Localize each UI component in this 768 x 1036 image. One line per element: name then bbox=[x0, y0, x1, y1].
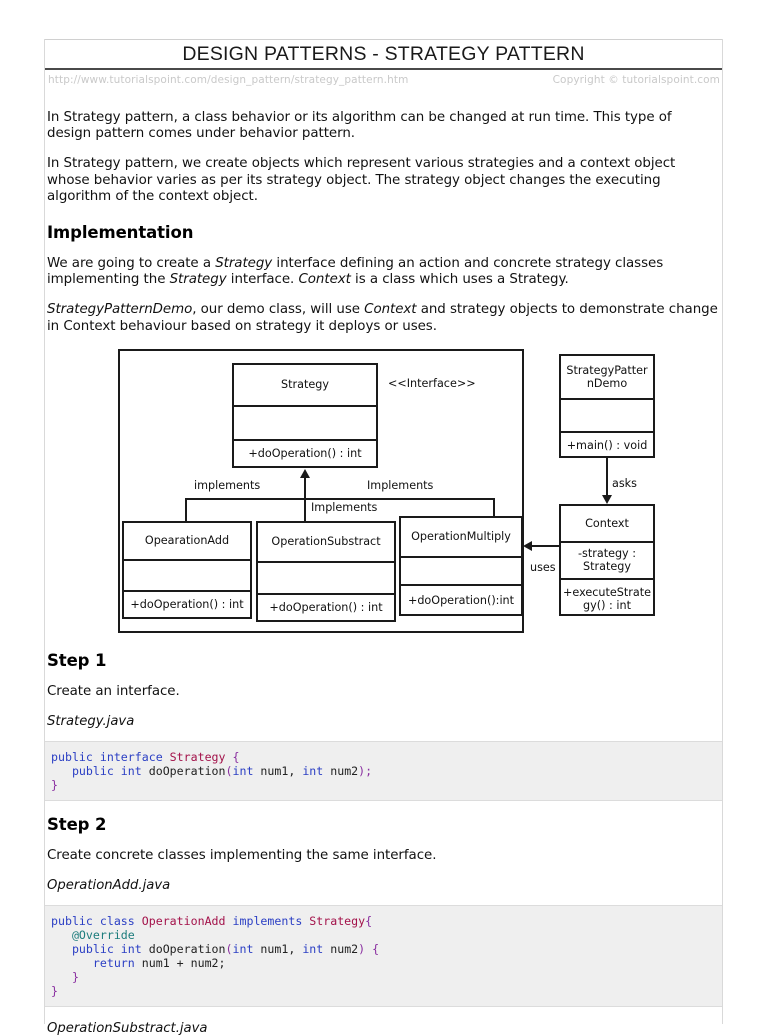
impl-context-2: Context bbox=[364, 302, 417, 318]
document-page: DESIGN PATTERNS - STRATEGY PATTERN http:… bbox=[44, 39, 723, 1036]
uml-demo-name: StrategyPatter nDemo bbox=[561, 356, 653, 400]
impl-text-d: is a class which uses a Strategy. bbox=[350, 272, 569, 288]
uml-substract-name: OperationSubstract bbox=[258, 523, 394, 563]
implementation-heading: Implementation bbox=[47, 223, 194, 243]
inheritance-arrowhead bbox=[300, 468, 310, 478]
impl-text-c: interface. bbox=[226, 272, 299, 288]
uml-strategy-attributes bbox=[234, 407, 376, 441]
step1-code-block[interactable]: public interface Strategy { public int d… bbox=[45, 741, 722, 802]
intro-paragraph-2: In Strategy pattern, we create objects w… bbox=[47, 156, 676, 204]
uml-box-strategy: Strategy +doOperation() : int bbox=[232, 362, 378, 468]
source-meta-row: http://www.tutorialspoint.com/design_pat… bbox=[45, 70, 722, 90]
inheritance-bar bbox=[185, 497, 495, 500]
asks-arrow-stem bbox=[606, 457, 608, 497]
uml-box-operation-substract: OperationSubstract +doOperation() : int bbox=[256, 520, 396, 622]
uml-multiply-method: +doOperation():int bbox=[407, 594, 515, 608]
uml-multiply-name: OperationMultiply bbox=[401, 518, 521, 558]
uml-demo-method: +main() : void bbox=[566, 438, 648, 452]
uml-box-operation-add: OpearationAdd +doOperation() : int bbox=[122, 520, 252, 619]
uml-context-attributes: -strategy : Strategy bbox=[561, 543, 653, 580]
step1-heading: Step 1 bbox=[47, 650, 107, 670]
step2-code: public class OperationAdd implements Str… bbox=[51, 914, 380, 999]
intro-paragraph-1: In Strategy pattern, a class behavior or… bbox=[47, 110, 672, 142]
uml-interface-stereotype: <<Interface>> bbox=[388, 376, 476, 390]
impl-strategy-1: Strategy bbox=[215, 256, 273, 272]
asks-arrowhead bbox=[602, 494, 612, 504]
uml-substract-method: +doOperation() : int bbox=[269, 600, 383, 614]
source-url: http://www.tutorialspoint.com/design_pat… bbox=[48, 74, 409, 86]
copyright-notice: Copyright © tutorialspoint.com bbox=[552, 74, 720, 86]
implements-label-center: Implements bbox=[311, 500, 378, 514]
uml-strategy-name: Strategy bbox=[234, 365, 376, 407]
uml-add-attributes bbox=[124, 561, 250, 592]
uses-arrowhead bbox=[523, 540, 532, 551]
impl2-text-a: , our demo class, will use bbox=[192, 302, 365, 318]
implementation-paragraph-1: We are going to create a Strategy interf… bbox=[47, 256, 719, 288]
impl-context-1: Context bbox=[298, 272, 351, 288]
uml-box-context: Context -strategy : Strategy +executeStr… bbox=[559, 503, 655, 616]
uml-context-name: Context bbox=[561, 506, 653, 543]
uses-arrow-stem bbox=[532, 544, 561, 547]
impl-text-a: We are going to create a bbox=[47, 256, 216, 272]
uml-add-name: OpearationAdd bbox=[124, 523, 250, 561]
uml-box-operation-multiply: OperationMultiply +doOperation():int bbox=[399, 515, 523, 616]
impl-text-b: interface defining an action and concret… bbox=[47, 256, 664, 288]
uml-multiply-attributes bbox=[401, 558, 521, 586]
inheritance-drop-substract bbox=[304, 497, 306, 531]
uses-label: uses bbox=[530, 560, 556, 574]
uml-substract-attributes bbox=[258, 563, 394, 595]
step2-description: Create concrete classes implementing the… bbox=[47, 848, 437, 864]
uml-box-strategy-pattern-demo: StrategyPatter nDemo +main() : void bbox=[559, 353, 655, 458]
page-title: DESIGN PATTERNS - STRATEGY PATTERN bbox=[182, 42, 585, 65]
document-content: In Strategy pattern, a class behavior or… bbox=[45, 90, 722, 1036]
implementation-paragraph-2: StrategyPatternDemo, our demo class, wil… bbox=[47, 302, 719, 334]
uml-class-diagram: Strategy +doOperation() : int <<Interfac… bbox=[47, 348, 719, 639]
uml-add-method: +doOperation() : int bbox=[130, 597, 244, 611]
uml-context-method: +executeStrate gy() : int bbox=[563, 585, 651, 612]
impl-strategy-2: Strategy bbox=[169, 272, 227, 288]
impl-demo-class: StrategyPatternDemo bbox=[47, 302, 193, 318]
impl2-text-b: and strategy objects to demonstrate chan… bbox=[47, 302, 718, 334]
step2-filename: OperationAdd.java bbox=[47, 878, 171, 894]
step1-description: Create an interface. bbox=[47, 683, 180, 699]
document-header: DESIGN PATTERNS - STRATEGY PATTERN bbox=[45, 39, 722, 70]
step2-next-filename: OperationSubstract.java bbox=[47, 1021, 208, 1036]
asks-label: asks bbox=[612, 476, 637, 490]
inheritance-drop-add bbox=[185, 497, 187, 531]
uml-strategy-method: +doOperation() : int bbox=[248, 446, 362, 460]
step1-filename: Strategy.java bbox=[47, 714, 135, 730]
uml-demo-attributes bbox=[561, 400, 653, 433]
implements-label-left: implements bbox=[194, 478, 261, 492]
step2-code-block[interactable]: public class OperationAdd implements Str… bbox=[45, 905, 722, 1008]
step1-code: public interface Strategy { public int d… bbox=[51, 750, 373, 793]
inheritance-stem bbox=[304, 477, 306, 500]
step2-heading: Step 2 bbox=[47, 815, 107, 835]
implements-label-right: Implements bbox=[367, 478, 434, 492]
inheritance-drop-multiply bbox=[493, 497, 495, 531]
